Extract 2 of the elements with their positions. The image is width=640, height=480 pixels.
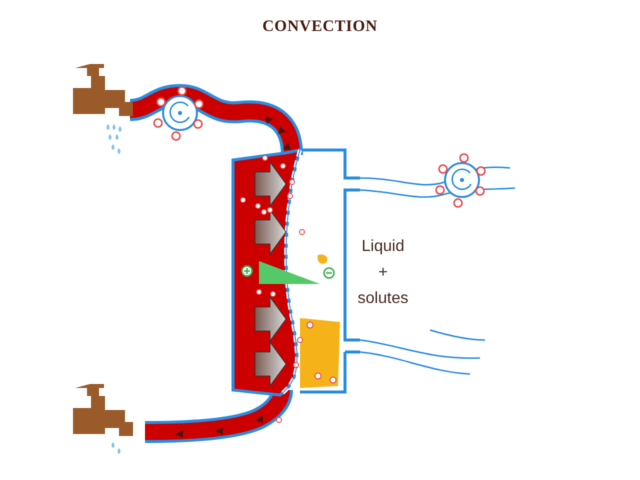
liquid-solutes-label: Liquid + solutes: [356, 237, 410, 309]
title: CONVECTION: [261, 18, 379, 36]
